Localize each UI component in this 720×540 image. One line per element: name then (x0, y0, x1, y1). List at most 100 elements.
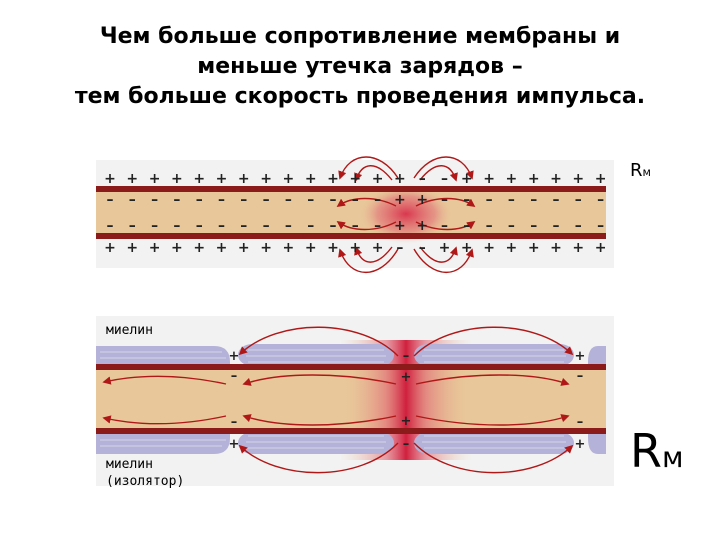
current-loop (419, 246, 458, 263)
sign-outer-top: + (216, 171, 228, 187)
title-line-3: тем больше скорость проведения импульса. (74, 84, 646, 109)
membrane-resistance-label-large: Rм (630, 424, 683, 478)
rm-main: R (630, 424, 662, 478)
myelin-label: миелин (106, 323, 153, 338)
sign-outer-bottom: + (327, 240, 339, 256)
sign-inner-bottom: – (307, 218, 314, 234)
sign-outer-top: + (260, 171, 272, 187)
sign-outer-top: + (528, 171, 540, 187)
sign-outer-bottom: + (193, 240, 205, 256)
current-loop (354, 165, 393, 182)
node-sign: – (403, 437, 410, 452)
sign-outer-top: + (283, 171, 295, 187)
myelin-sheath (238, 344, 394, 366)
sign-outer-bottom: + (439, 240, 451, 256)
node-sign: + (575, 349, 586, 364)
sign-inner-bottom: – (597, 218, 604, 234)
sign-inner-bottom: – (553, 218, 560, 234)
sign-inner-top: – (263, 192, 270, 208)
sign-outer-bottom: + (572, 240, 584, 256)
sign-inner-top: + (394, 192, 406, 208)
myelinated-axon: + – – + + – – + + – – + (96, 316, 614, 486)
myelin-sheath (588, 432, 606, 454)
sign-outer-top: + (595, 171, 607, 187)
sign-outer-top: + (506, 171, 518, 187)
sign-inner-bottom: – (129, 218, 136, 234)
saltatory-currents (102, 326, 574, 474)
sign-inner-top: – (173, 192, 180, 208)
sign-outer-top: + (238, 171, 250, 187)
myelin-sheath (414, 344, 574, 366)
membrane-bottom (96, 233, 606, 239)
sign-outer-top: – (441, 171, 448, 187)
current-loop (238, 442, 399, 474)
current-loop (419, 165, 458, 182)
myelin-sheath (414, 432, 574, 454)
membrane-top (96, 364, 606, 370)
sign-inner-bottom: + (394, 218, 406, 234)
current-loop (102, 375, 227, 385)
myelin-layers (100, 349, 566, 449)
membrane-top (96, 186, 606, 192)
sign-outer-bottom: + (372, 240, 384, 256)
sign-inner-top: – (107, 192, 114, 208)
sign-inner-top: – (530, 192, 537, 208)
current-loop (336, 221, 397, 231)
node-sign: + (401, 370, 412, 385)
current-loop (413, 326, 574, 357)
rm-sub: м (661, 441, 684, 474)
sign-outer-bottom: + (104, 240, 116, 256)
sign-inner-bottom: – (352, 218, 359, 234)
node-sign: + (401, 414, 412, 429)
node-sign: – (577, 415, 584, 430)
sign-outer-top: + (394, 171, 406, 187)
sign-inner-top: – (374, 192, 381, 208)
sign-inner-top: – (463, 192, 470, 208)
node-sign: + (575, 437, 586, 452)
charge-signs: ++++++++++++++––+++++++–––––––––––––++––… (104, 171, 606, 256)
sign-inner-top: – (285, 192, 292, 208)
sign-inner-top: – (196, 192, 203, 208)
sign-outer-top: – (419, 171, 426, 187)
current-loop (413, 248, 474, 274)
sign-outer-bottom: + (305, 240, 317, 256)
current-loop (413, 156, 474, 180)
sign-outer-bottom: + (260, 240, 272, 256)
sign-outer-bottom: + (483, 240, 495, 256)
membrane-resistance-label-small: Rм (630, 160, 651, 181)
title-line-1: Чем больше сопротивление мембраны и (99, 24, 621, 49)
sign-outer-bottom: + (238, 240, 250, 256)
sign-outer-top: + (327, 171, 339, 187)
sign-inner-bottom: – (486, 218, 493, 234)
myelin-insulator-label-line-2: (изолятор) (106, 474, 185, 489)
local-currents (336, 156, 476, 274)
current-loop (242, 374, 397, 386)
sign-inner-top: – (597, 192, 604, 208)
sign-inner-top: – (307, 192, 314, 208)
current-loop (338, 248, 399, 274)
membrane-bottom (96, 428, 606, 434)
sign-inner-bottom: – (330, 218, 337, 234)
sign-inner-bottom: – (107, 218, 114, 234)
sign-inner-top: – (441, 192, 448, 208)
node-charge-signs: + – – + + – – + + – – + (229, 349, 586, 452)
sign-outer-top: + (461, 171, 473, 187)
sign-inner-top: – (508, 192, 515, 208)
sign-inner-bottom: – (285, 218, 292, 234)
node-sign: – (231, 369, 238, 384)
sign-inner-bottom: – (196, 218, 203, 234)
myelin-sheath (588, 346, 606, 366)
sign-inner-top: – (352, 192, 359, 208)
sign-outer-bottom: + (595, 240, 607, 256)
node-sign: + (229, 349, 240, 364)
sign-outer-bottom: + (506, 240, 518, 256)
node-sign: – (231, 415, 238, 430)
sign-inner-bottom: – (530, 218, 537, 234)
sign-outer-top: + (149, 171, 161, 187)
current-loop (415, 414, 570, 426)
title-line-2: меньше утечка зарядов – (197, 54, 523, 79)
sign-outer-top: + (193, 171, 205, 187)
sign-outer-bottom: – (419, 240, 426, 256)
sign-outer-top: + (372, 171, 384, 187)
